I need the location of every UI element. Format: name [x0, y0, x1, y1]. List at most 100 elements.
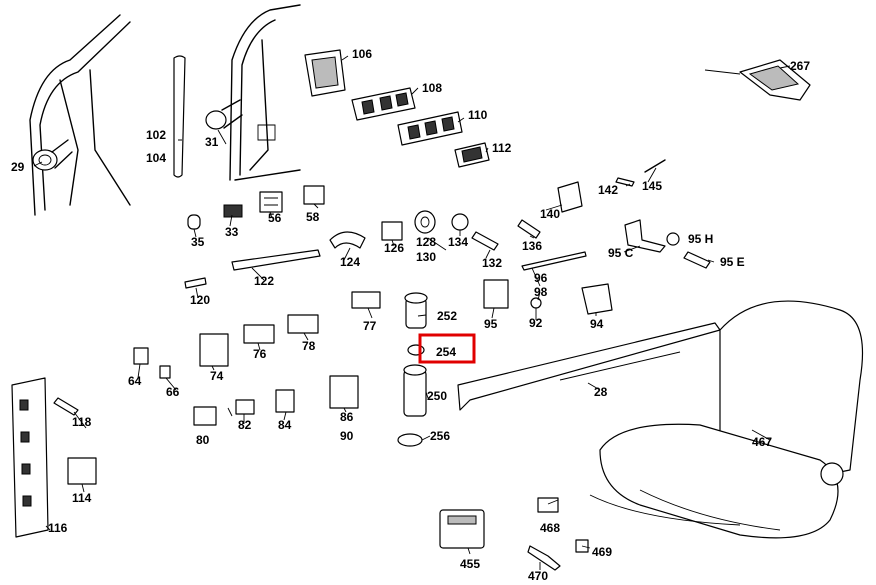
clip-468: [537, 497, 559, 513]
connector-56: [259, 191, 283, 213]
label-95h: 95 H: [688, 232, 713, 246]
label-467: 467: [752, 435, 772, 449]
label-469: 469: [592, 545, 612, 559]
label-96: 96: [534, 271, 548, 285]
cable-tie-122: [231, 249, 321, 271]
switch-112: [454, 142, 490, 168]
label-29: 29: [11, 160, 25, 174]
label-82: 82: [238, 418, 252, 432]
label-74: 74: [210, 369, 224, 383]
label-122: 122: [254, 274, 274, 288]
plug-126: [381, 221, 403, 241]
label-95: 95: [484, 317, 498, 331]
label-80: 80: [196, 433, 210, 447]
trim-strip: [173, 55, 186, 178]
label-94: 94: [590, 317, 604, 331]
clamp-124: [329, 231, 366, 249]
label-132: 132: [482, 256, 502, 270]
label-58: 58: [306, 210, 320, 224]
label-86: 86: [340, 410, 354, 424]
label-56: 56: [268, 211, 282, 225]
label-78: 78: [302, 339, 316, 353]
label-106: 106: [352, 47, 372, 61]
bolt-95e: [683, 251, 711, 269]
door-frame-left: [29, 14, 131, 216]
switch-108: [351, 87, 416, 121]
connector-76: [243, 324, 275, 344]
label-92: 92: [529, 316, 543, 330]
button-64: [133, 347, 149, 365]
label-102: 102: [146, 128, 166, 142]
label-130: 130: [416, 250, 436, 264]
ring-95h: [666, 232, 680, 246]
label-114: 114: [72, 491, 92, 505]
bracket-95c: [624, 219, 666, 253]
label-66: 66: [166, 385, 180, 399]
ashtray-267: [704, 59, 811, 101]
label-90: 90: [340, 429, 354, 443]
switch-80: [193, 406, 217, 426]
label-104: 104: [146, 151, 166, 165]
leader-lines: [33, 55, 791, 570]
label-95c: 95 C: [608, 246, 634, 260]
label-126: 126: [384, 241, 404, 255]
screw-132: [471, 231, 499, 251]
label-108: 108: [422, 81, 442, 95]
clip-94: [581, 283, 613, 315]
label-124: 124: [340, 255, 360, 269]
connector-84: [275, 389, 295, 413]
seat-467: [589, 300, 864, 539]
label-98: 98: [534, 285, 548, 299]
label-128: 128: [416, 235, 436, 249]
label-64: 64: [128, 374, 142, 388]
label-455: 455: [460, 557, 480, 571]
label-142: 142: [598, 183, 618, 197]
label-33: 33: [225, 225, 239, 239]
label-31: 31: [205, 135, 219, 149]
tie-96: [521, 251, 587, 271]
label-35: 35: [191, 235, 205, 249]
label-118: 118: [72, 415, 92, 429]
screw-118: [53, 397, 79, 416]
relay-114: [67, 457, 97, 485]
button-66: [159, 365, 171, 379]
switch-455: [439, 509, 485, 549]
lighter-250: [403, 364, 427, 417]
grommet-128: [414, 210, 436, 234]
ring-254: [407, 344, 425, 356]
bracket-95: [483, 279, 509, 309]
panel-116: [11, 377, 49, 538]
screw-136: [517, 219, 541, 239]
label-84: 84: [278, 418, 292, 432]
label-134: 134: [448, 235, 468, 249]
label-112: 112: [492, 141, 512, 155]
lighter-252: [404, 292, 428, 329]
label-136: 136: [522, 239, 542, 253]
label-468: 468: [540, 521, 560, 535]
bulb-120: [184, 277, 207, 289]
label-110: 110: [468, 108, 488, 122]
label-256: 256: [430, 429, 450, 443]
label-76: 76: [253, 347, 267, 361]
label-252: 252: [437, 309, 457, 323]
highlight-box-254: [418, 333, 476, 364]
switch-110: [397, 111, 463, 146]
connector-78: [287, 314, 319, 334]
connector-58: [303, 185, 325, 205]
connector-470: [527, 545, 561, 571]
label-95e: 95 E: [720, 255, 745, 269]
label-267: 267: [790, 59, 810, 73]
label-28: 28: [594, 385, 608, 399]
door-frame-right: [205, 4, 301, 181]
bracket-140: [557, 181, 583, 213]
label-254: 254: [436, 345, 456, 359]
label-250: 250: [427, 389, 447, 403]
pin-145: [644, 159, 666, 173]
switch-77: [351, 291, 381, 309]
bulb-35: [187, 214, 201, 230]
label-120: 120: [190, 293, 210, 307]
ring-134: [451, 213, 469, 231]
switch-106: [304, 49, 346, 97]
connector-74: [199, 333, 229, 367]
